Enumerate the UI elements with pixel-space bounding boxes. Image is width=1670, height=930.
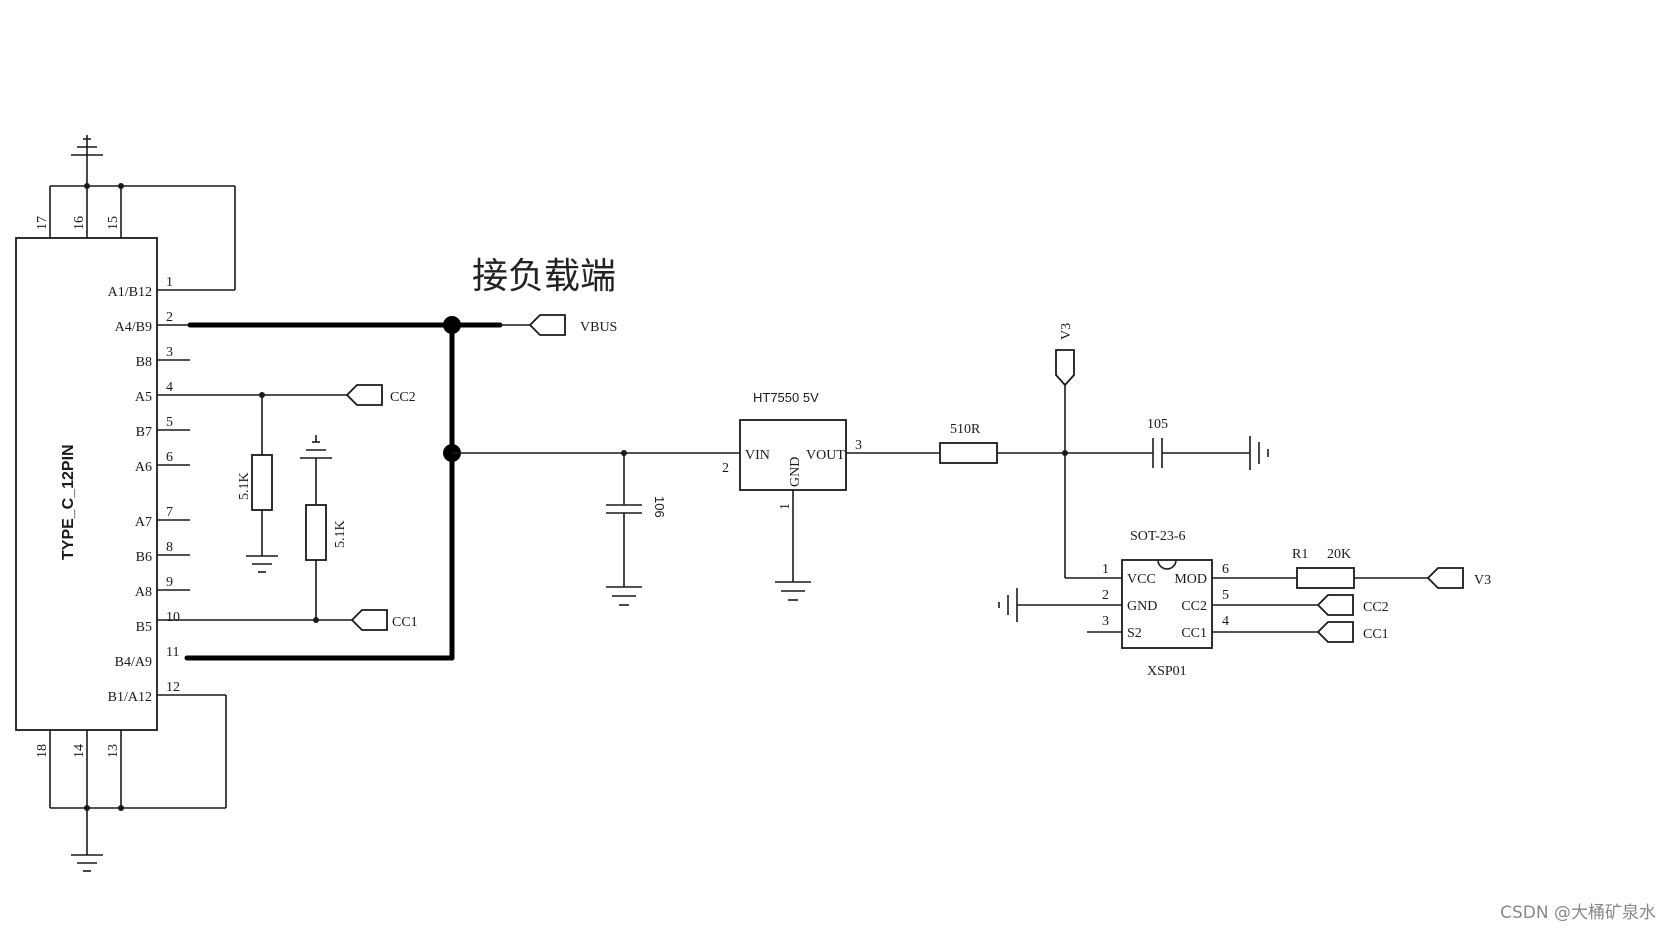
pin-label-b4a9: B4/A9 [115,655,152,670]
ground-symbol-cc1 [300,435,332,459]
ground-symbol-regulator [775,581,811,601]
pin-number-18: 18 [35,744,50,758]
ground-symbol-cout [1249,436,1269,470]
regulator-title: HT7550 5V [753,390,819,405]
pin-number-15: 15 [106,216,121,230]
ground-symbol-cin [606,586,642,606]
resistor-cc2-pulldown [251,454,273,511]
cc2-port-left: CC2 [345,384,416,406]
svg-text:CC2: CC2 [390,390,416,405]
chip-pin-cc1: CC1 [1181,626,1207,641]
regulator-pin-gnd: 1 [778,503,793,510]
v3-port-right: V3 [1426,567,1491,589]
resistor-r1-ref: R1 [1292,547,1308,562]
pin-label-b6: B6 [136,550,152,565]
regulator-ht7550 [739,419,847,491]
pin-number-7: 7 [166,505,173,520]
capacitor-output [1152,438,1163,468]
cc1-port-right: CC1 [1316,621,1389,643]
pin-label-b1a12: B1/A12 [108,690,152,705]
pin-number-12: 12 [166,680,180,695]
ground-symbol-bottom [71,854,103,872]
chip-pin-num-4: 4 [1222,614,1229,629]
svg-text:CC2: CC2 [1363,600,1389,615]
regulator-vout-label: VOUT [806,448,845,463]
chip-name: XSP01 [1147,664,1187,679]
pin-label-a1b12: A1/B12 [108,285,152,300]
connector-pins: A1/B12 A4/B9 B8 A5 B7 A6 A7 B6 A8 B5 B4/… [108,275,190,705]
pin-label-b8: B8 [136,355,152,370]
pin-number-10: 10 [166,610,180,625]
chip-package: SOT-23-6 [1130,529,1186,544]
pin-number-14: 14 [72,744,87,758]
chip-pin-gnd: GND [1127,599,1157,614]
vbus-net [184,316,503,661]
pin-number-17: 17 [35,216,50,230]
pin-label-a6: A6 [135,460,152,475]
ground-symbol-cc2 [246,555,278,573]
pin-label-a5: A5 [135,390,152,405]
resistor-r1-value: 20K [1327,547,1351,562]
pin-number-3: 3 [166,345,173,360]
svg-text:CC1: CC1 [392,615,418,630]
chip-pin-num-1: 1 [1102,562,1109,577]
pin-number-4: 4 [166,380,173,395]
regulator-pin-vin: 2 [722,461,729,476]
connector-name: TYPE_C_12PIN [60,444,77,560]
pin-number-16: 16 [72,216,87,230]
resistor-cc2-value: 5.1K [237,472,252,500]
chip-pin-cc2: CC2 [1181,599,1207,614]
pin-number-9: 9 [166,575,173,590]
cc1-port-left: CC1 [350,609,418,631]
chip-xsp01 [1121,559,1213,649]
resistor-r1-20k [1296,567,1355,589]
chip-pin-num-2: 2 [1102,588,1109,603]
v3-port-top: V3 [1055,323,1075,387]
chip-pin-mod: MOD [1174,572,1207,587]
svg-text:CC1: CC1 [1363,627,1389,642]
chip-pin-s2: S2 [1127,626,1142,641]
resistor-510r [939,442,998,464]
connector-bottom-pin-numbers: 18 14 13 [35,744,121,758]
capacitor-output-value: 105 [1147,417,1168,432]
ground-symbol-top [71,135,103,156]
cc2-port-right: CC2 [1316,594,1389,616]
vbus-label: VBUS [580,320,617,335]
ground-symbol-chip [998,588,1018,622]
load-end-heading: 接负载端 [472,256,616,297]
chip-pin-vcc: VCC [1127,572,1156,587]
pin-number-13: 13 [106,744,121,758]
svg-text:V3: V3 [1474,573,1491,588]
chip-pin-num-5: 5 [1222,588,1229,603]
pin-label-a8: A8 [135,585,152,600]
svg-text:V3: V3 [1059,323,1074,340]
pin-number-6: 6 [166,450,173,465]
pin-number-1: 1 [166,275,173,290]
resistor-cc1-pulldown [305,504,327,561]
pin-label-b5: B5 [136,620,152,635]
capacitor-input-value: 106 [652,496,667,518]
regulator-pin-vout: 3 [855,438,862,453]
pin-number-5: 5 [166,415,173,430]
capacitor-input [606,504,642,514]
watermark: CSDN @大桶矿泉水 [1500,903,1656,923]
chip-pin-num-3: 3 [1102,614,1109,629]
pin-label-b7: B7 [136,425,152,440]
pin-number-8: 8 [166,540,173,555]
resistor-510r-value: 510R [950,422,981,437]
type-c-connector [15,237,158,731]
chip-pin-num-6: 6 [1222,562,1229,577]
pin-label-a7: A7 [135,515,152,530]
resistor-cc1-value: 5.1K [333,520,348,548]
connector-top-pin-numbers: 17 16 15 [35,216,121,230]
pin-label-a4b9: A4/B9 [115,320,152,335]
regulator-gnd-label: GND [788,457,803,487]
regulator-vin-label: VIN [745,448,770,463]
vbus-port: VBUS [528,314,617,336]
pin-number-2: 2 [166,310,173,325]
pin-number-11: 11 [166,645,179,660]
